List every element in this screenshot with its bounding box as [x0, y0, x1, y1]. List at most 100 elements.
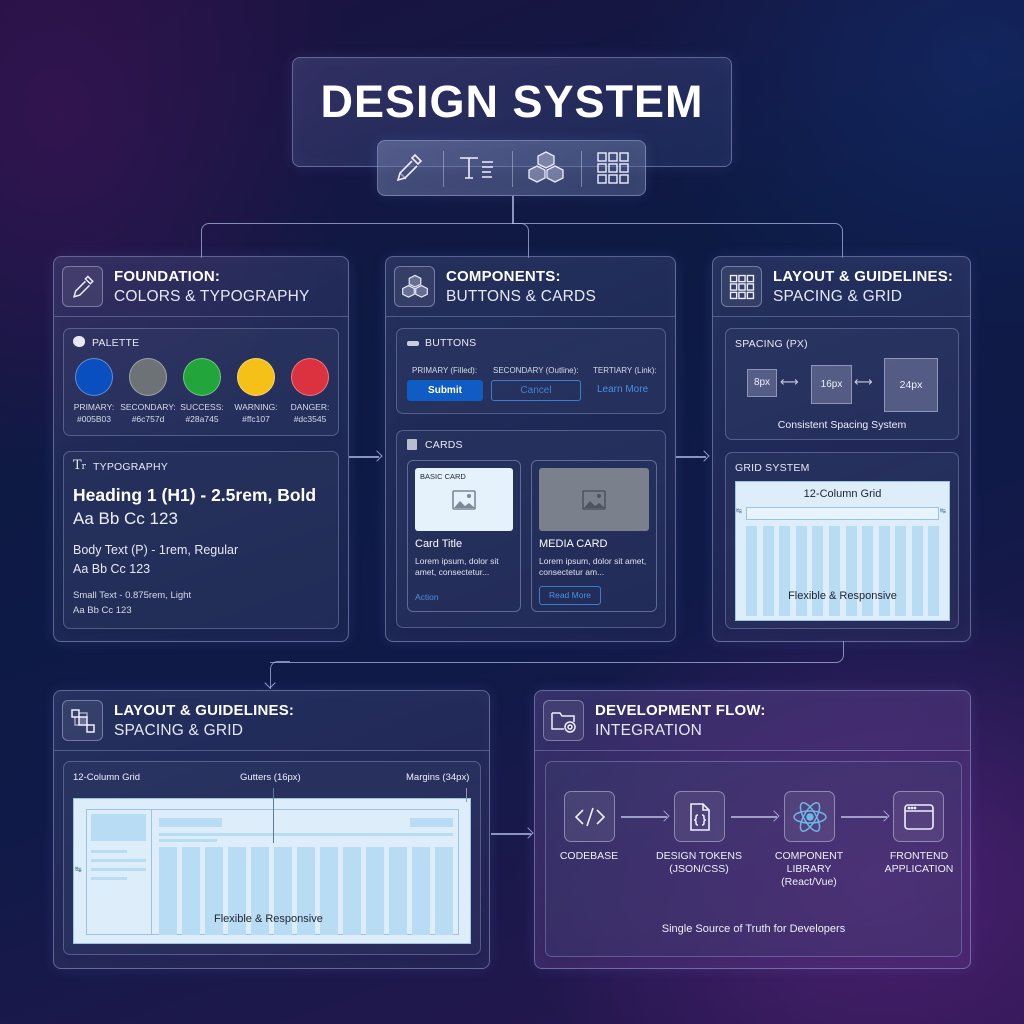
typography-label: TYPOGRAPHY: [93, 461, 168, 473]
basic-card-title: Card Title: [415, 538, 463, 550]
eyedropper-icon: [72, 274, 94, 298]
palette-icon: [73, 336, 85, 347]
media-card-image: [539, 468, 649, 531]
card-icon: [407, 439, 417, 450]
grid-system-label: GRID SYSTEM: [735, 462, 810, 474]
spacing-caption: Consistent Spacing System: [777, 419, 907, 431]
cubes-icon: [528, 151, 564, 183]
grid-caption: Flexible & Responsive: [788, 590, 897, 602]
flow-arrow-icon: [768, 810, 780, 822]
dev-flow-icon-box: [543, 700, 584, 741]
cards-section: CARDS BASIC CARD Card Title Lorem ipsum,…: [396, 430, 666, 628]
layout-bottom-title: LAYOUT & GUIDELINES:: [114, 702, 295, 719]
margins-label: Margins (34px): [406, 772, 470, 783]
basic-card-body: Lorem ipsum, dolor sit amet, consectetur…: [415, 556, 499, 577]
browser-window-icon: [903, 803, 934, 830]
read-more-button[interactable]: Read More: [539, 586, 601, 605]
primary-caption: PRIMARY (Filled):: [412, 366, 478, 375]
cancel-button[interactable]: Cancel: [491, 380, 581, 401]
body-spec: Body Text (P) - 1rem, Regular: [73, 543, 239, 557]
typography-icon: Tr: [73, 458, 86, 473]
foundation-title: FOUNDATION:: [114, 268, 221, 285]
grid-diagram-section: 12-Column Grid Gutters (16px) Margins (3…: [63, 761, 481, 955]
folder-gear-icon: [550, 711, 576, 733]
grid-diagram-label: 12-Column Grid: [73, 772, 141, 783]
swatch-success-label: SUCCESS:#28a745: [180, 402, 224, 424]
components-tool-button[interactable]: [523, 149, 569, 187]
frontend-app-label: FRONTEND APPLICATION: [884, 850, 954, 875]
double-arrow-icon: ⟷: [780, 374, 799, 389]
design-tokens-label: DESIGN TOKENS (JSON/CSS): [656, 850, 742, 875]
spacing-label: SPACING (PX): [735, 338, 808, 350]
layout-top-title: LAYOUT & GUIDELINES:: [773, 268, 954, 285]
component-library-label: COMPONENT LIBRARY (React/Vue): [774, 850, 844, 888]
components-icon-box: [394, 266, 435, 307]
tertiary-caption: TERTIARY (Link):: [593, 366, 657, 375]
small-spec: Small Text - 0.875rem, Light: [73, 590, 192, 601]
learn-more-link[interactable]: Learn More: [597, 384, 649, 395]
media-card-body: Lorem ipsum, dolor sit amet, consectetur…: [539, 556, 647, 577]
page-wireframe: ↹ Flexible & Responsive: [73, 798, 471, 944]
layout-bottom-subtitle: SPACING & GRID: [114, 722, 244, 739]
layout-top-icon-box: [721, 266, 762, 307]
basic-card-image: BASIC CARD: [415, 468, 513, 531]
secondary-caption: SECONDARY (Outline):: [493, 366, 579, 375]
swatch-success[interactable]: [183, 358, 221, 396]
small-sample: Aa Bb Cc 123: [73, 605, 132, 616]
submit-button[interactable]: Submit: [407, 380, 483, 401]
margin-arrow-left-icon: ↹: [736, 508, 742, 515]
foundation-header: FOUNDATION: COLORS & TYPOGRAPHY: [54, 257, 348, 317]
frontend-app-step[interactable]: [893, 791, 944, 842]
wireframe-caption: Flexible & Responsive: [214, 913, 323, 925]
basic-card[interactable]: BASIC CARD Card Title Lorem ipsum, dolor…: [407, 460, 521, 612]
tool-strip: [377, 140, 646, 196]
spacing-24px: 24px: [884, 358, 938, 412]
codebase-step[interactable]: [564, 791, 615, 842]
design-tokens-step[interactable]: [674, 791, 725, 842]
media-card[interactable]: MEDIA CARD Lorem ipsum, dolor sit amet, …: [531, 460, 657, 612]
basic-card-tag: BASIC CARD: [420, 472, 466, 481]
h1-sample: Aa Bb Cc 123: [73, 509, 178, 528]
layout-bottom-panel: LAYOUT & GUIDELINES: SPACING & GRID 12-C…: [53, 690, 490, 969]
basic-card-action[interactable]: Action: [415, 592, 439, 602]
palette-section: PALETTE PRIMARY:#005B03 SECONDARY:#6c757…: [63, 328, 339, 436]
component-library-step[interactable]: [784, 791, 835, 842]
cards-label: CARDS: [425, 439, 463, 451]
layout-top-subtitle: SPACING & GRID: [773, 288, 903, 305]
layout-steps-icon: [70, 708, 95, 733]
typography-tool-button[interactable]: [454, 149, 500, 187]
swatch-secondary-label: SECONDARY:#6c757d: [120, 402, 176, 424]
grid-tool-button[interactable]: [590, 149, 636, 187]
layout-top-header: LAYOUT & GUIDELINES: SPACING & GRID: [713, 257, 970, 317]
container-bar: [746, 507, 939, 520]
spacing-8px: 8px: [747, 369, 777, 397]
page-title: DESIGN SYSTEM: [320, 76, 704, 127]
swatch-warning[interactable]: [237, 358, 275, 396]
foundation-subtitle: COLORS & TYPOGRAPHY: [114, 288, 310, 305]
swatch-warning-label: WARNING:#ffc107: [234, 402, 278, 424]
swatch-danger[interactable]: [291, 358, 329, 396]
eyedropper-tool-button[interactable]: [388, 149, 430, 187]
media-card-title: MEDIA CARD: [539, 538, 608, 550]
foundation-panel: FOUNDATION: COLORS & TYPOGRAPHY PALETTE …: [53, 256, 349, 642]
components-header: COMPONENTS: BUTTONS & CARDS: [386, 257, 675, 317]
codebase-label: CODEBASE: [559, 850, 619, 862]
code-icon: [574, 807, 605, 826]
margin-arrow-right-icon: ↹: [940, 508, 946, 515]
margin-arrow-icon: ↹: [75, 865, 82, 874]
image-placeholder-icon: [582, 490, 606, 510]
dev-flow-header: DEVELOPMENT FLOW: INTEGRATION: [535, 691, 970, 751]
swatch-primary[interactable]: [75, 358, 113, 396]
components-subtitle: BUTTONS & CARDS: [446, 288, 596, 305]
gutter-pointer: [273, 788, 274, 843]
spacing-section: SPACING (PX) 8px ⟷ 16px ⟷ 24px Consisten…: [725, 328, 959, 440]
buttons-label: BUTTONS: [425, 337, 477, 349]
flow-section: CODEBASE DESIGN TOKENS (JSON/CSS) COMPON…: [545, 761, 962, 957]
dev-flow-title: DEVELOPMENT FLOW:: [595, 702, 766, 719]
foundation-icon-box: [62, 266, 103, 307]
swatch-secondary[interactable]: [129, 358, 167, 396]
typography-icon: [460, 157, 493, 179]
components-title: COMPONENTS:: [446, 268, 561, 285]
dev-flow-subtitle: INTEGRATION: [595, 722, 702, 739]
palette-label: PALETTE: [92, 337, 140, 349]
